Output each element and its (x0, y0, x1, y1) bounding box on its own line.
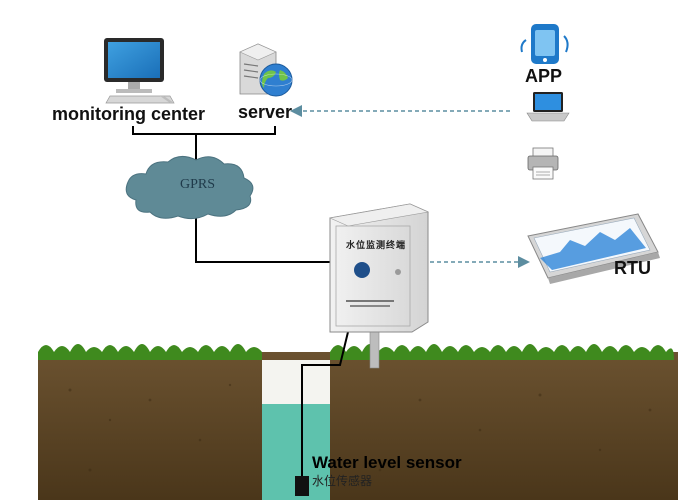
terminal-box (328, 203, 430, 369)
gprs-cloud-icon (125, 156, 254, 220)
rtu-label: RTU (614, 258, 651, 278)
server-globe-icon (239, 43, 293, 97)
printer-icon (527, 147, 559, 180)
terminal-box-title: 水位监测终端 (346, 241, 407, 251)
server-label: server (238, 102, 293, 122)
grass-right (330, 344, 678, 360)
water-level-sensor-label: Water level sensor (312, 453, 462, 472)
desktop-monitor-icon (104, 38, 175, 104)
app-label: APP (525, 66, 563, 86)
gprs-label: GPRS (180, 177, 216, 192)
data-arrows (290, 105, 530, 268)
ground (38, 344, 678, 500)
grass-left (38, 344, 262, 360)
sensor-probe (295, 476, 309, 496)
laptop-icon (526, 92, 570, 122)
water-level-sensor-label-cn: 水位传感器 (312, 474, 373, 488)
connection-lines (132, 126, 349, 478)
smartphone-app-icon (520, 24, 569, 64)
monitoring-center-label: monitoring center (52, 104, 206, 124)
rtu-device-icon (527, 213, 660, 284)
